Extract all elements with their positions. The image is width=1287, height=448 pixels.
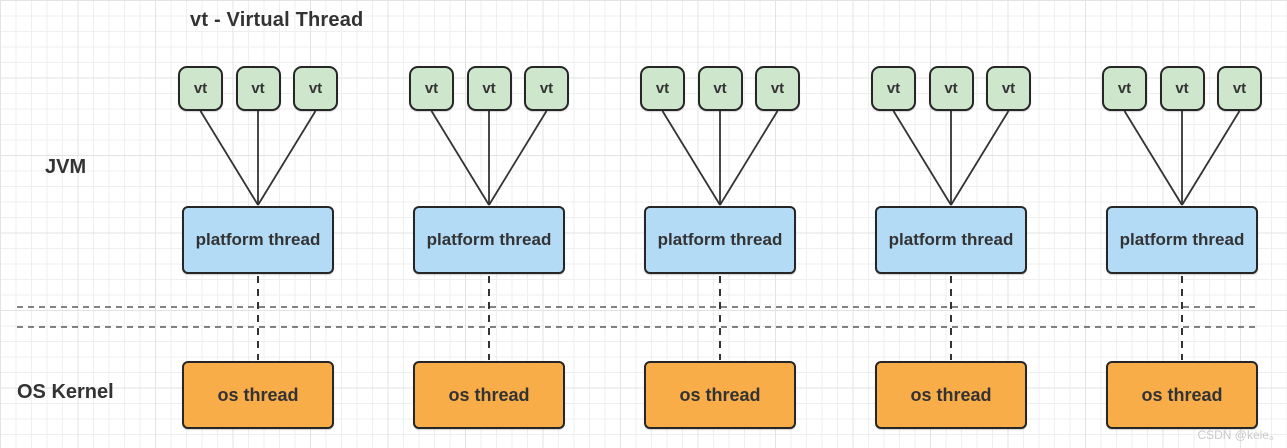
virtual-thread-box: vt: [409, 66, 454, 111]
platform-thread-box: platform thread: [182, 206, 334, 274]
watermark: CSDN @kele。: [1197, 428, 1281, 442]
thread-group-5: vt vt vt platform thread os thread: [1102, 66, 1262, 431]
vt-row: vt vt vt: [1102, 66, 1262, 111]
virtual-thread-box: vt: [928, 66, 974, 111]
virtual-thread-box: vt: [293, 66, 338, 111]
thread-group-3: vt vt vt platform thread os thread: [640, 66, 800, 431]
virtual-thread-box: vt: [755, 66, 800, 111]
thread-group-1: vt vt vt platform thread os thread: [178, 66, 338, 431]
vt-row: vt vt vt: [871, 66, 1031, 111]
virtual-thread-box: vt: [1217, 66, 1262, 111]
virtual-thread-box: vt: [1159, 66, 1205, 111]
os-thread-box: os thread: [1106, 361, 1258, 429]
vt-row: vt vt vt: [640, 66, 800, 111]
virtual-thread-box: vt: [640, 66, 685, 111]
virtual-thread-box: vt: [466, 66, 512, 111]
os-thread-box: os thread: [413, 361, 565, 429]
vt-row: vt vt vt: [409, 66, 569, 111]
virtual-thread-box: vt: [178, 66, 223, 111]
platform-thread-box: platform thread: [644, 206, 796, 274]
os-kernel-layer-label: OS Kernel: [17, 381, 114, 403]
platform-thread-box: platform thread: [413, 206, 565, 274]
jvm-layer-label: JVM: [45, 156, 87, 178]
platform-thread-box: platform thread: [1106, 206, 1258, 274]
thread-group-2: vt vt vt platform thread os thread: [409, 66, 569, 431]
vt-row: vt vt vt: [178, 66, 338, 111]
platform-thread-box: platform thread: [875, 206, 1027, 274]
diagram-title: vt - Virtual Thread: [190, 9, 364, 31]
virtual-thread-box: vt: [986, 66, 1031, 111]
virtual-thread-box: vt: [871, 66, 916, 111]
virtual-thread-box: vt: [697, 66, 743, 111]
virtual-thread-box: vt: [524, 66, 569, 111]
virtual-thread-box: vt: [1102, 66, 1147, 111]
os-thread-box: os thread: [644, 361, 796, 429]
virtual-thread-box: vt: [235, 66, 281, 111]
os-thread-box: os thread: [875, 361, 1027, 429]
os-thread-box: os thread: [182, 361, 334, 429]
thread-group-4: vt vt vt platform thread os thread: [871, 66, 1031, 431]
